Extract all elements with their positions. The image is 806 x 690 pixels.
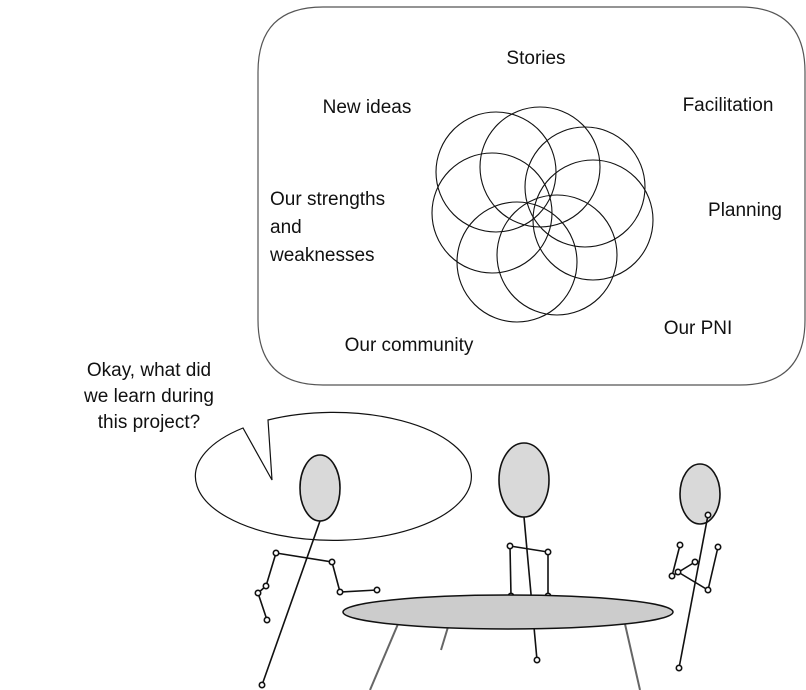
topic-strengths-line3: weaknesses <box>269 245 375 266</box>
venn-circle <box>431 152 553 274</box>
venn-rosette <box>431 106 654 323</box>
head <box>299 454 341 522</box>
venn-circle <box>524 126 646 248</box>
venn-circle <box>435 111 557 233</box>
head <box>679 463 721 525</box>
head <box>498 442 550 518</box>
topic-our-pni: Our PNI <box>664 318 733 339</box>
topic-strengths-line1: Our strengths <box>270 189 385 210</box>
topic-planning: Planning <box>708 200 782 221</box>
person-left <box>254 454 381 689</box>
table-top <box>342 594 674 630</box>
speech-line2: we learn during <box>83 386 214 407</box>
venn-circle <box>532 159 654 281</box>
person-middle <box>498 442 552 664</box>
topic-our-community: Our community <box>345 335 474 356</box>
speech-line3: this project? <box>98 412 200 433</box>
thought-bubble <box>257 6 806 386</box>
speech-line1: Okay, what did <box>87 360 211 381</box>
topic-facilitation: Facilitation <box>683 95 774 116</box>
venn-circle <box>496 194 618 316</box>
table-legs <box>369 623 641 690</box>
topic-strengths-line2: and <box>270 217 302 238</box>
topic-stories: Stories <box>506 48 565 69</box>
person-right <box>668 463 722 672</box>
topic-new-ideas: New ideas <box>323 97 412 118</box>
